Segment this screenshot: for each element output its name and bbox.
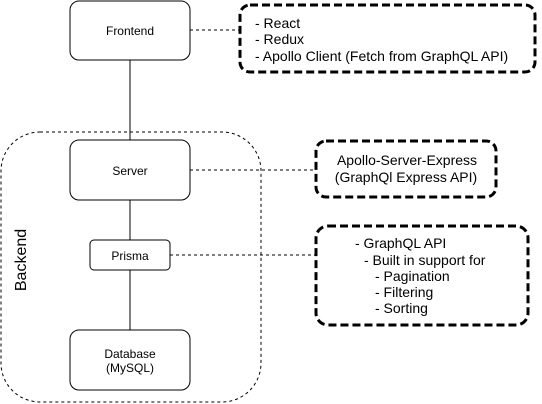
backend-group: Backend (0, 131, 262, 403)
database-node-label-line1: Database (104, 347, 156, 361)
prisma-note: - GraphQL API - Built in support for - P… (314, 224, 530, 327)
frontend-note-line2: - Redux (255, 31, 304, 47)
frontend-note-box (238, 3, 537, 74)
frontend-node-box (69, 0, 191, 61)
frontend-node-label: Frontend (106, 24, 154, 38)
database-node-box (69, 329, 191, 391)
server-node-box (69, 139, 191, 201)
backend-group-label: Backend (13, 229, 30, 291)
frontend-node: Frontend (69, 0, 191, 61)
server-note: Apollo-Server-Express (GraphQl Express A… (314, 139, 498, 199)
prisma-node-label: Prisma (111, 249, 149, 263)
database-node-label-line2: (MySQL) (106, 361, 154, 375)
prisma-note-box (314, 224, 530, 327)
server-note-line1: Apollo-Server-Express (337, 152, 477, 168)
prisma-note-line1: - GraphQL API (355, 235, 446, 251)
frontend-note-line1: - React (255, 15, 300, 31)
prisma-note-line4: - Filtering (375, 284, 433, 300)
server-node-label: Server (112, 164, 147, 178)
prisma-note-line5: - Sorting (375, 300, 428, 316)
frontend-note: - React - Redux - Apollo Client (Fetch f… (238, 3, 537, 74)
backend-group-border (0, 131, 262, 403)
prisma-note-line2: - Built in support for (364, 252, 486, 268)
database-node: Database (MySQL) (69, 329, 191, 391)
server-note-line2: (GraphQl Express API) (335, 169, 477, 185)
prisma-note-line3: - Pagination (375, 268, 450, 284)
prisma-node: Prisma (89, 239, 171, 271)
prisma-node-box (89, 239, 171, 271)
server-note-box (314, 139, 498, 199)
server-node: Server (69, 139, 191, 201)
frontend-note-line3: - Apollo Client (Fetch from GraphQL API) (255, 48, 508, 64)
